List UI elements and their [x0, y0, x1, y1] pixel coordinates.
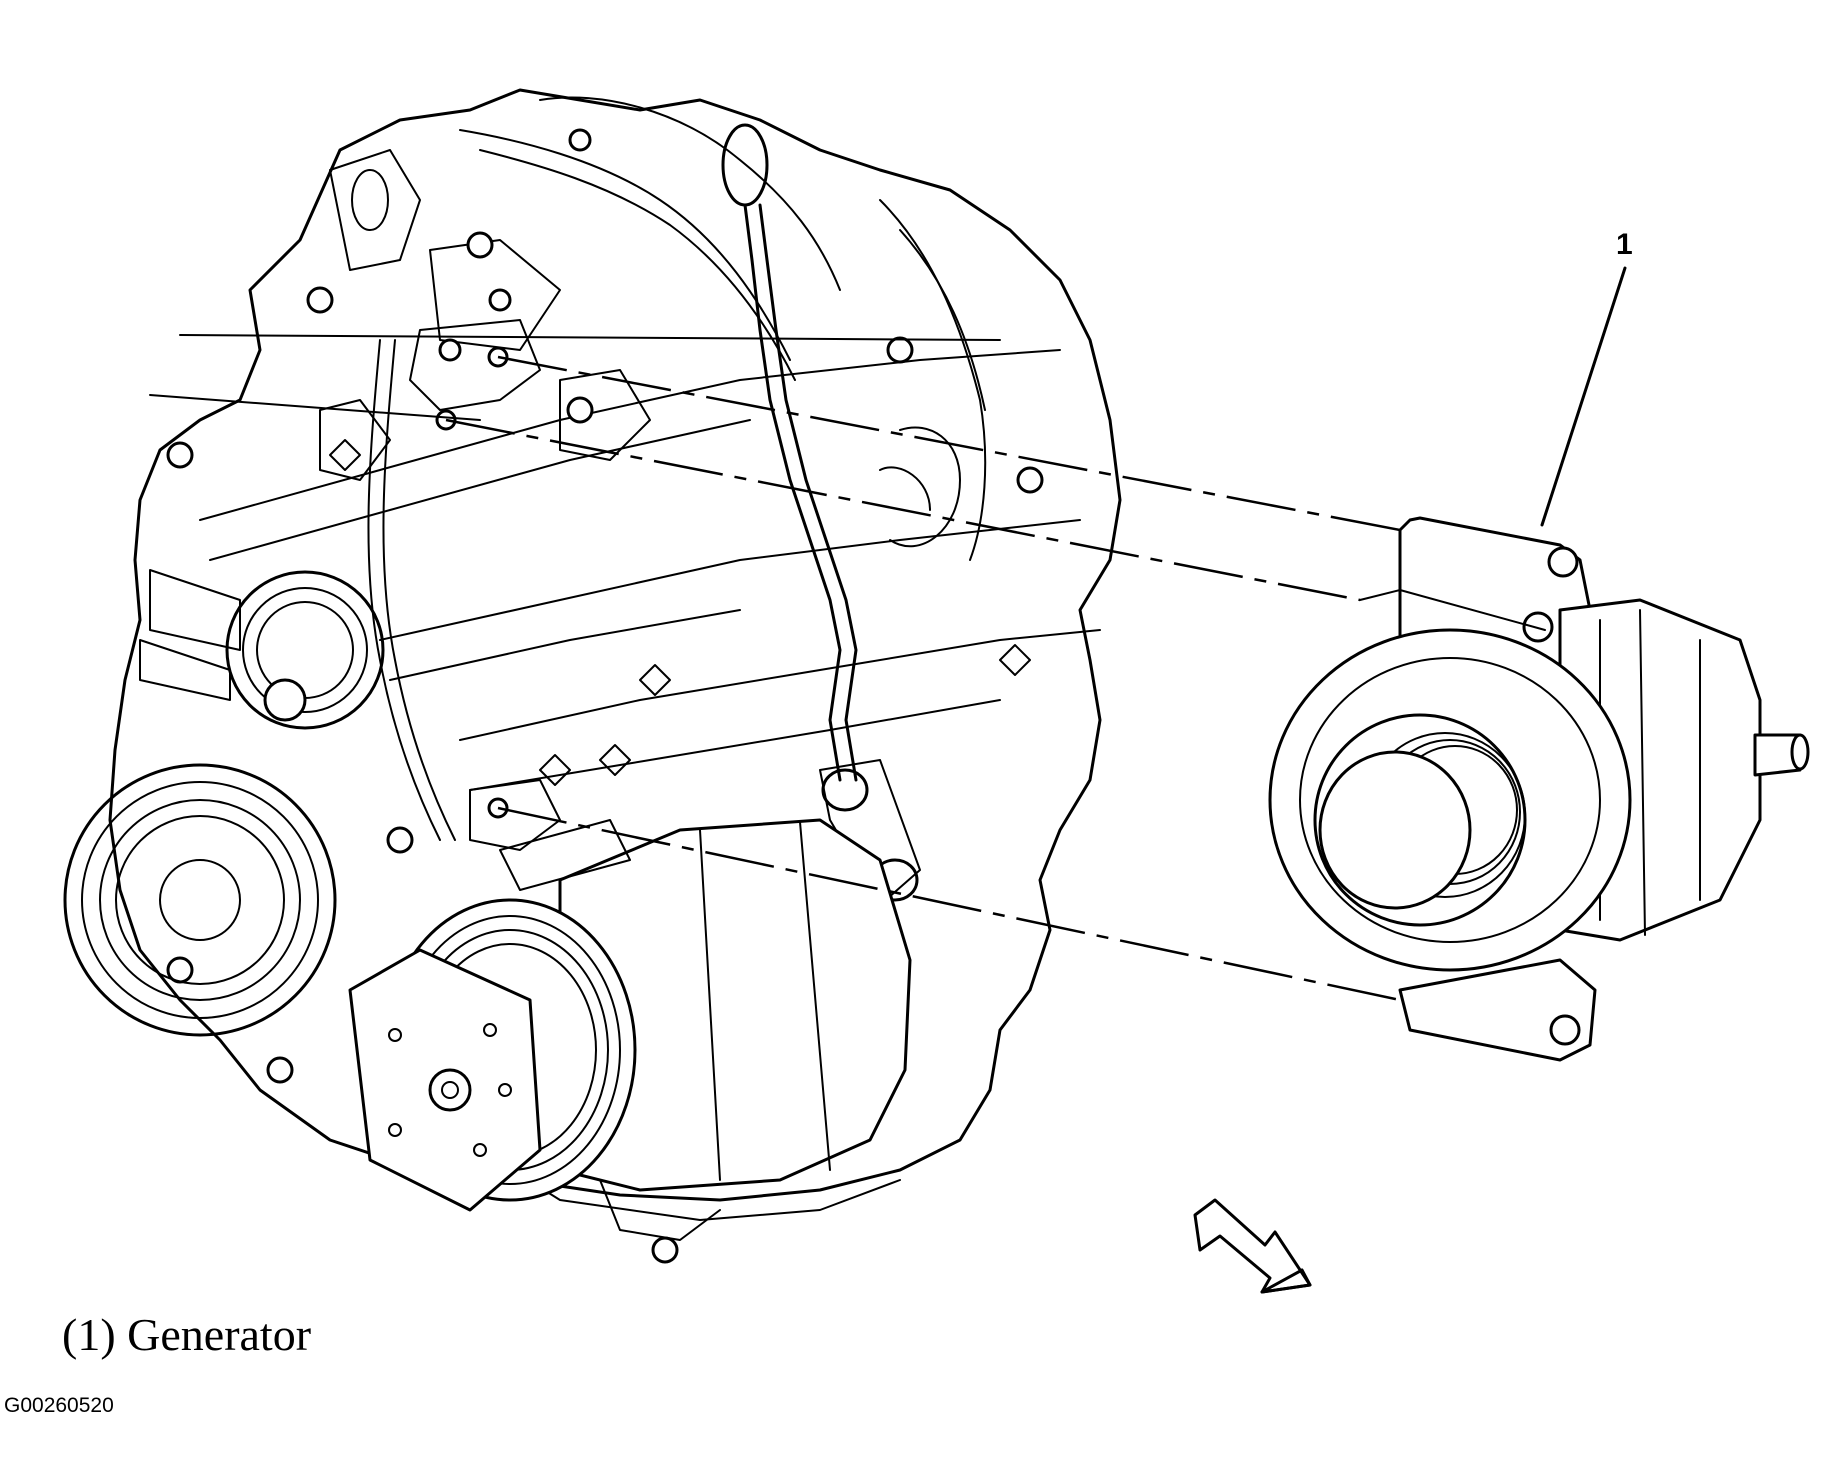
- direction-arrow-icon: [1193, 1198, 1312, 1294]
- alignment-lines: [149, 334, 1401, 1002]
- callout-number-1: 1: [1616, 228, 1633, 261]
- legend-item-label: Generator: [127, 1309, 312, 1360]
- legend-item-number: (1): [62, 1309, 116, 1360]
- ac-compressor: [348, 818, 912, 1212]
- callout-leader-1: [1540, 266, 1627, 527]
- generator: [1268, 516, 1810, 1062]
- engine-block: [63, 88, 1122, 1264]
- figure-id: G00260520: [4, 1394, 114, 1417]
- legend: (1) Generator: [62, 1308, 311, 1361]
